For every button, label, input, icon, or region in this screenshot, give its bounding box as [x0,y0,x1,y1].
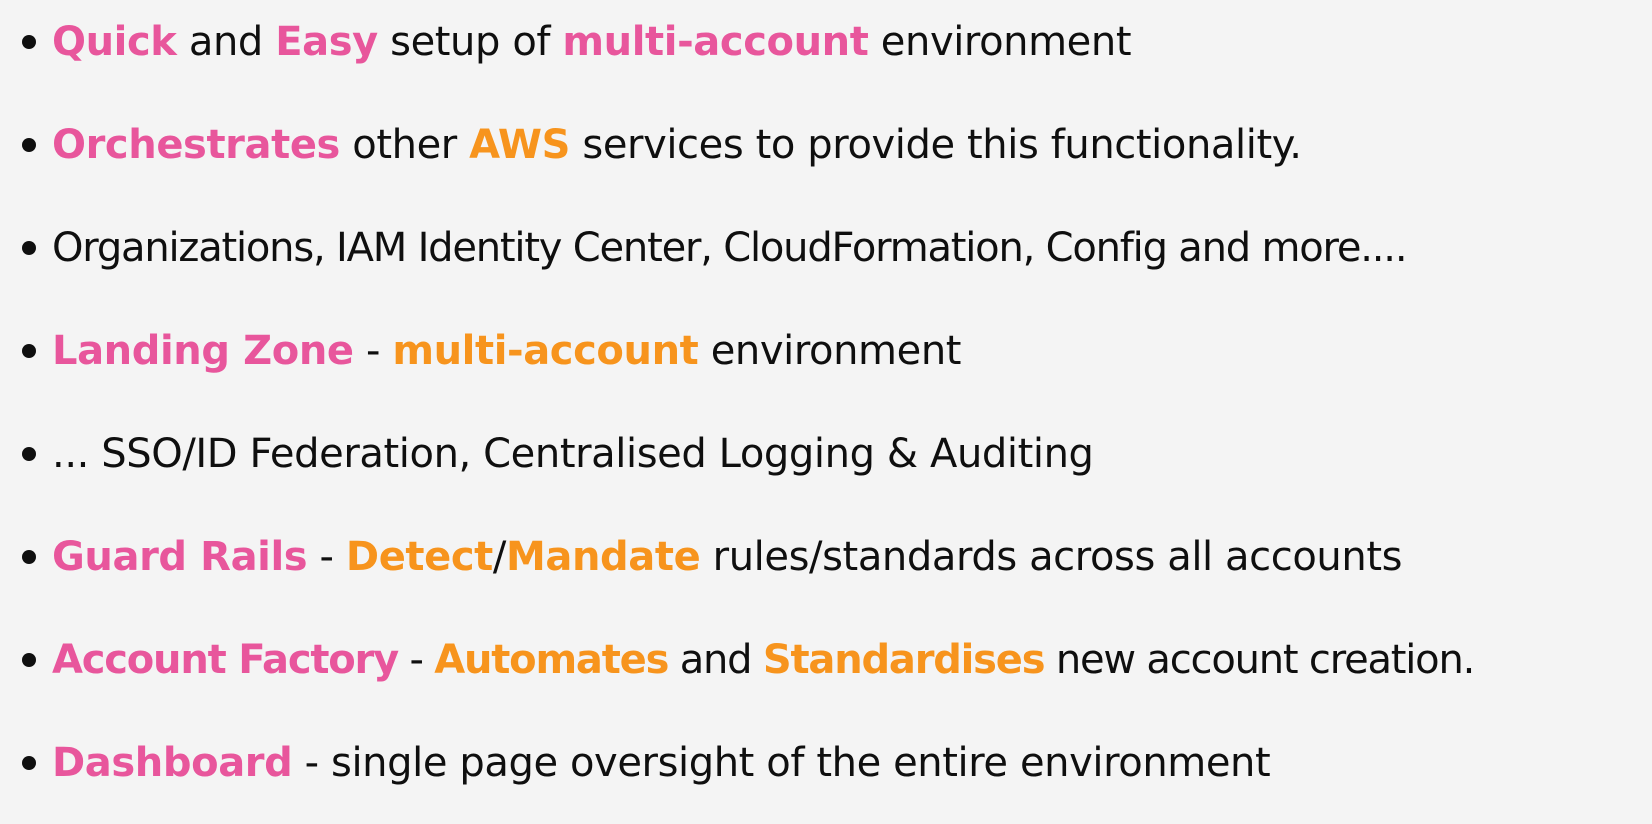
bullet-segment: multi-account [392,328,699,374]
bullet-segment: environment [698,328,962,374]
bullet-item-quick-easy-setup: Quick and Easy setup of multi-account en… [22,12,1132,72]
bullet-segment: ... SSO/ID Federation, Centralised Loggi… [52,431,1094,477]
bullet-segment: Orchestrates [52,122,340,168]
bullet-item-organizations: Organizations, IAM Identity Center, Clou… [22,218,1408,278]
bullet-segment: multi-account [562,19,869,65]
bullet-segment: Automates [434,637,669,683]
bullet-dot-icon [22,241,36,255]
bullet-item-guard-rails: Guard Rails - Detect / Mandate rules/sta… [22,527,1402,587]
bullet-segment: new account creation. [1044,637,1475,683]
bullet-segment: - [307,534,346,580]
bullet-dot-icon [22,653,36,667]
bullet-dot-icon [22,447,36,461]
bullet-segment: services to provide this functionality. [570,122,1302,168]
bullet-segment: and [176,19,276,65]
bullet-segment: setup of [377,19,563,65]
bullet-segment: Mandate [505,534,701,580]
bullet-segment: AWS [469,122,571,168]
bullet-item-account-factory: Account Factory - Automates and Standard… [22,630,1475,690]
bullet-segment: rules/standards across all accounts [700,534,1403,580]
bullet-segment: - [397,637,435,683]
bullet-dot-icon [22,35,36,49]
bullet-dot-icon [22,756,36,770]
bullet-segment: Dashboard [52,740,293,786]
bullet-segment: Account Factory [52,637,399,683]
bullet-item-sso-federation: ... SSO/ID Federation, Centralised Loggi… [22,424,1094,484]
bullet-dot-icon [22,550,36,564]
bullet-segment: - single page oversight of the entire en… [292,740,1271,786]
bullet-segment: Detect [345,534,493,580]
bullet-segment: environment [868,19,1132,65]
bullet-item-landing-zone: Landing Zone - multi-account environment [22,321,961,381]
bullet-segment: Easy [275,19,378,65]
bullet-segment: / [492,534,506,580]
bullet-dot-icon [22,138,36,152]
bullet-item-dashboard: Dashboard - single page oversight of the… [22,733,1271,793]
bullet-segment: Guard Rails [52,534,308,580]
bullet-segment: - [353,328,393,374]
bullet-segment: Organizations, IAM Identity Center, Clou… [52,225,1408,271]
bullet-segment: Standardises [762,637,1046,683]
bullet-item-orchestrates: Orchestrates other AWS services to provi… [22,115,1302,175]
bullet-dot-icon [22,344,36,358]
bullet-segment: Quick [52,19,177,65]
bullet-segment: other [339,122,470,168]
bullet-segment: and [668,637,763,683]
bullet-segment: Landing Zone [52,328,354,374]
